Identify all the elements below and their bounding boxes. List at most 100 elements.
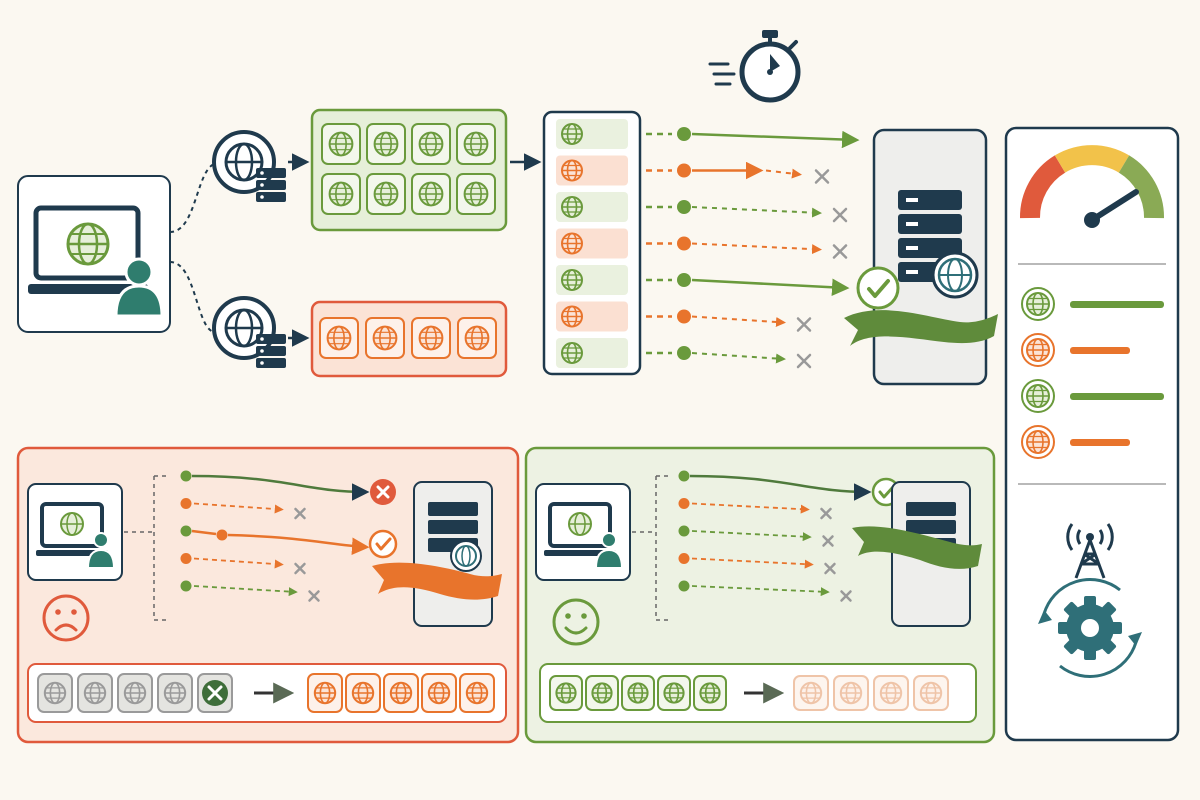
dropped-request-dash xyxy=(691,557,814,569)
reject-x-icon xyxy=(796,317,812,332)
bad-strip-globe xyxy=(163,681,187,705)
orange-batch-globes xyxy=(319,317,497,359)
reject-x-icon xyxy=(822,535,834,547)
legend-globe xyxy=(1026,338,1050,362)
request-dot xyxy=(180,498,192,509)
green-batch-globe xyxy=(463,181,489,207)
queue-row-globe xyxy=(561,123,583,145)
bad-ribbon xyxy=(372,562,502,600)
request-dot xyxy=(678,470,690,482)
legend-rows xyxy=(1021,287,1164,459)
request-dot xyxy=(677,200,691,214)
request-dot xyxy=(677,163,691,178)
reject-x-icon xyxy=(814,169,830,184)
bad-reject-icon xyxy=(370,479,396,505)
green-batch-globe xyxy=(418,181,444,207)
request-dot xyxy=(677,309,691,324)
accepted-request-arrow xyxy=(691,130,860,149)
green-batch-globe xyxy=(463,131,489,157)
dropped-request-dash xyxy=(765,168,802,179)
client-to-resolver-top xyxy=(169,163,215,233)
bad-fanout-bracket xyxy=(124,475,168,621)
request-dot xyxy=(180,470,192,482)
request-arrows xyxy=(646,127,860,369)
legend-globe xyxy=(1026,292,1050,316)
reject-x-icon xyxy=(796,353,812,369)
good-strip-globe xyxy=(591,682,613,704)
reject-x-icon xyxy=(820,507,832,520)
green-batch-globe xyxy=(418,131,444,157)
reject-x-icon xyxy=(832,244,848,259)
queue-row-globe xyxy=(561,305,583,328)
good-client-card xyxy=(535,483,631,581)
dropped-request-dash xyxy=(193,557,284,569)
bad-after-globe xyxy=(313,681,337,705)
metrics-panel xyxy=(1004,126,1180,742)
bad-strip-globe xyxy=(43,681,67,705)
bad-after-globe xyxy=(465,681,489,705)
bad-strip-globes xyxy=(37,673,495,713)
queue-row-globe xyxy=(561,159,583,182)
orange-batch-globe xyxy=(418,325,444,351)
green-batch-globe xyxy=(328,181,354,207)
reject-x-icon xyxy=(832,207,848,223)
bad-after-globe xyxy=(351,681,375,705)
good-after-globe xyxy=(879,681,903,705)
good-fanout-bracket xyxy=(632,475,670,621)
bad-after-globe xyxy=(427,681,451,705)
request-dot xyxy=(678,580,690,592)
orange-batch-globe xyxy=(326,325,352,351)
queue-row-globe xyxy=(561,342,583,364)
dropped-request-dash xyxy=(691,352,786,364)
request-dot xyxy=(678,525,690,537)
client-card xyxy=(17,175,171,333)
sad-face-icon xyxy=(42,594,90,642)
legend-bar xyxy=(1070,347,1130,354)
legend-globe xyxy=(1026,430,1050,454)
request-queue-rows xyxy=(556,119,628,368)
bad-client-card xyxy=(27,483,123,581)
bad-server xyxy=(413,481,493,627)
late-request-arrow xyxy=(191,529,366,547)
first-request-arrow xyxy=(191,474,370,501)
dropped-request-dash xyxy=(691,530,812,542)
queue-row-globe xyxy=(561,269,583,291)
good-strip-globe xyxy=(555,682,577,704)
stopwatch-icon xyxy=(708,30,801,103)
request-dot xyxy=(180,553,192,564)
bad-strip-globe xyxy=(83,681,107,705)
request-dot xyxy=(678,553,690,564)
gear-with-cycle-arrows-icon xyxy=(1038,578,1142,678)
dropped-request-dash xyxy=(193,502,284,514)
bad-strip-globe xyxy=(123,681,147,705)
reject-x-icon xyxy=(840,590,852,602)
bad-late-accept-icon xyxy=(368,529,398,559)
server-globe-icon xyxy=(931,251,979,299)
request-dot xyxy=(180,580,192,592)
orange-batch-globe xyxy=(464,325,490,351)
authoritative-server xyxy=(844,128,998,386)
resolver-bottom-icon xyxy=(212,296,286,368)
radio-tower-icon xyxy=(1066,523,1114,579)
first-request-arrow xyxy=(689,474,872,501)
reject-x-icon xyxy=(824,562,836,575)
green-batch-globe xyxy=(373,181,399,207)
reject-x-icon xyxy=(294,562,306,575)
request-dot xyxy=(180,525,192,537)
dropped-request-dash xyxy=(691,242,822,255)
client-to-resolver-bottom xyxy=(169,261,215,333)
dropped-request-dash xyxy=(691,206,822,218)
dropped-request-dash xyxy=(691,315,786,327)
legend-bar xyxy=(1070,439,1130,446)
good-strip-globes xyxy=(549,675,949,711)
good-strip-globe xyxy=(699,682,721,704)
user-icon xyxy=(114,257,164,318)
orange-batch-globe xyxy=(372,325,398,351)
green-batch-globes xyxy=(321,123,496,215)
bad-after-globe xyxy=(389,681,413,705)
dropped-request-dash xyxy=(193,585,298,597)
reject-x-icon xyxy=(294,507,306,520)
request-dot xyxy=(677,236,691,251)
request-dot xyxy=(677,273,691,287)
accepted-ribbon xyxy=(844,310,998,346)
